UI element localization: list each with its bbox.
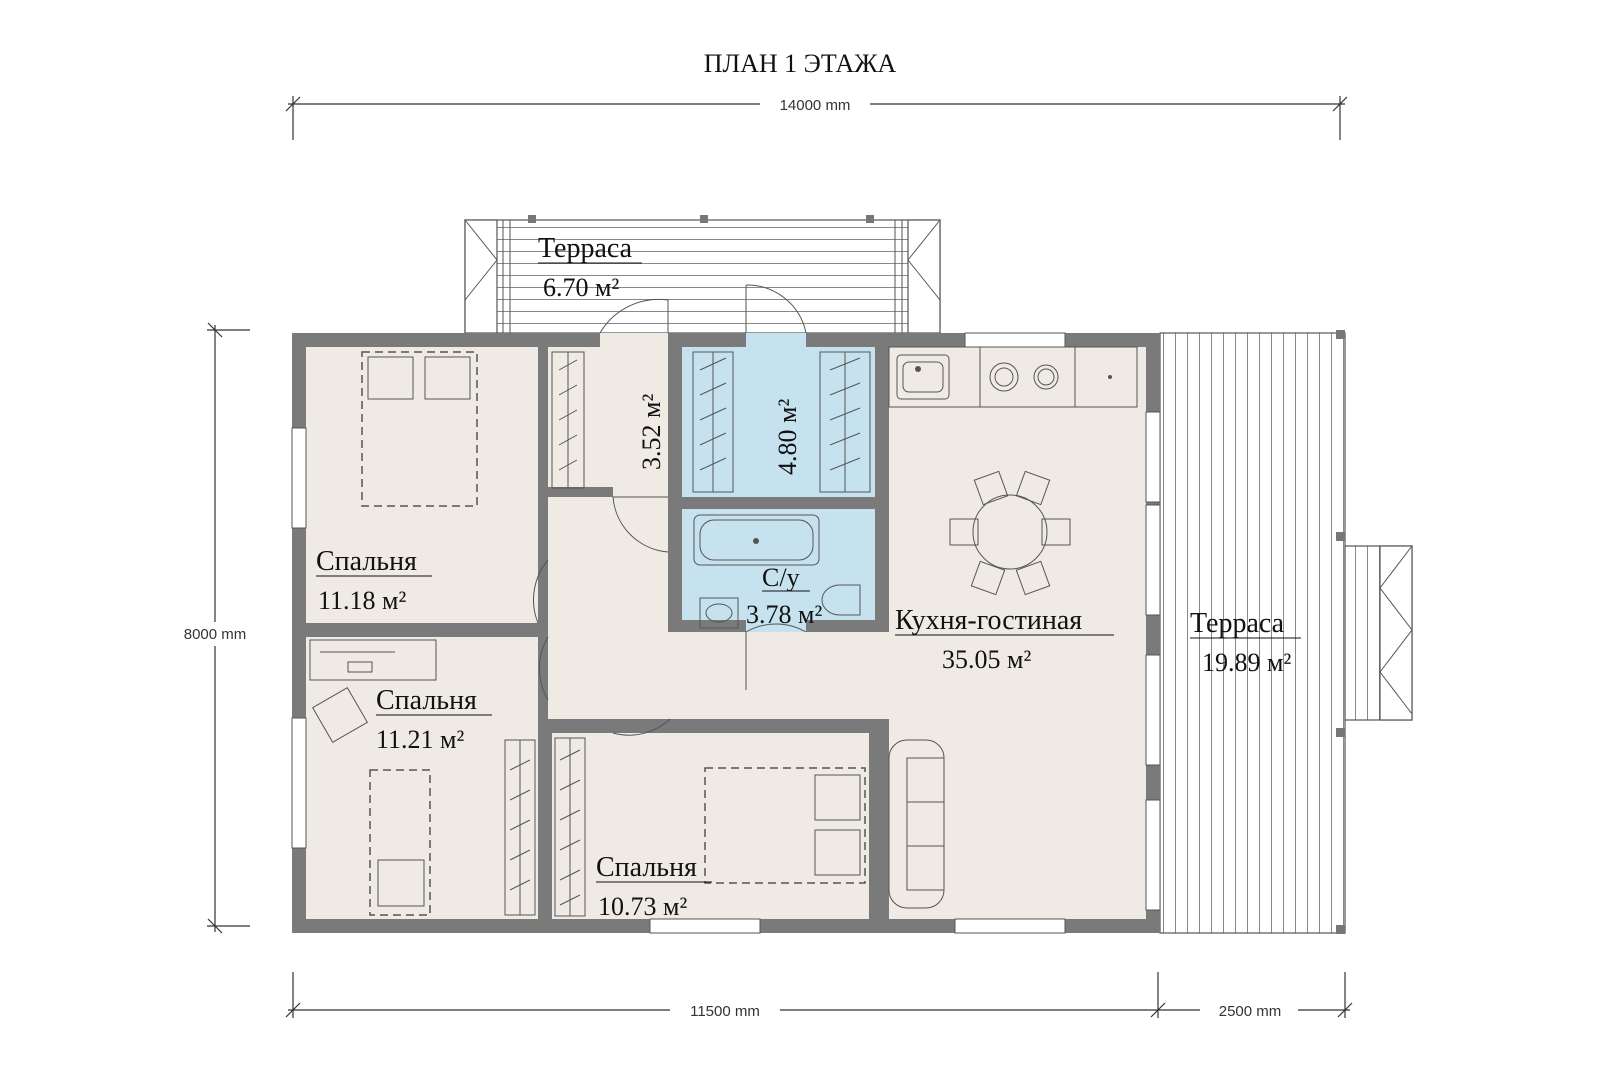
bedroom-3-area: 10.73 м²: [598, 892, 687, 921]
dimension-total-width: 14000 mm: [285, 94, 1348, 140]
sofa-icon: [888, 739, 945, 909]
kitchen-area: 35.05 м²: [942, 645, 1031, 674]
dimension-bottom: 11500 mm 2500 mm: [285, 972, 1353, 1020]
room-floors: [306, 347, 1146, 919]
dining-table-icon: [949, 470, 1071, 596]
bedroom-2-name: Спальня: [376, 685, 477, 716]
room-labels: Терраса 6.70 м² Спальня 11.18 м² 3.52 м²…: [316, 233, 1301, 921]
inner-walls: [306, 347, 889, 919]
bedroom-2-area: 11.21 м²: [376, 725, 464, 754]
bedroom-1-name: Спальня: [316, 546, 417, 577]
terrace-top-name: Терраса: [538, 233, 633, 264]
windows: [291, 332, 1161, 934]
kitchen-name: Кухня-гостиная: [895, 605, 1082, 636]
terrace-top: [464, 215, 941, 334]
bedroom-1-area: 11.18 м²: [318, 586, 406, 615]
dimension-height: 8000 mm: [170, 322, 260, 934]
bathroom-fixtures: [693, 514, 861, 629]
dimension-total-width-label: 14000 mm: [780, 97, 851, 114]
terrace-right-area: 19.89 м²: [1202, 648, 1291, 677]
dimension-height-label: 8000 mm: [184, 626, 247, 643]
doors: [533, 284, 807, 736]
terrace-top-area: 6.70 м²: [543, 273, 619, 302]
terrace-right: [1159, 330, 1413, 934]
desk-icon: [309, 639, 437, 744]
dimension-house-width-label: 11500 mm: [690, 1003, 760, 1020]
terrace-right-name: Терраса: [1190, 608, 1285, 639]
bathroom-name: С/у: [762, 563, 800, 592]
bed-icon: [361, 351, 866, 916]
wardrobes: [504, 351, 871, 917]
plan-title: ПЛАН 1 ЭТАЖА: [704, 49, 897, 78]
bathroom-area: 3.78 м²: [746, 600, 822, 629]
bedroom-3-name: Спальня: [596, 852, 697, 883]
dimension-terrace-width-label: 2500 mm: [1219, 1003, 1282, 1020]
kitchen-counter: [888, 346, 1138, 408]
closet-area: 3.52 м²: [637, 394, 666, 470]
sauna-area: 4.80 м²: [773, 399, 802, 475]
